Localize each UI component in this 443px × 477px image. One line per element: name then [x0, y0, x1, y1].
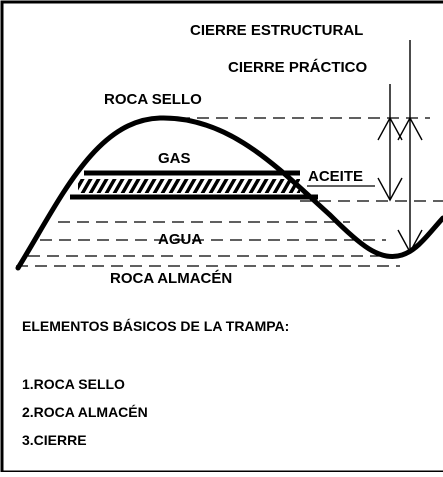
gas-label: GAS — [158, 150, 191, 167]
legend-item-closure: 3.CIERRE — [22, 432, 87, 448]
practical-closure-bottom-arrow — [377, 177, 403, 202]
legend-item-seal-rock: 1.ROCA SELLO — [22, 376, 125, 392]
water-label: AGUA — [158, 231, 202, 248]
structural-closure-bottom-arrow — [397, 229, 423, 254]
practical-closure-top-arrow — [377, 116, 403, 141]
structural-closure-label: CIERRE ESTRUCTURAL — [190, 22, 363, 39]
oil-label: ACEITE — [308, 168, 363, 185]
legend-title: ELEMENTOS BÁSICOS DE LA TRAMPA: — [22, 318, 289, 334]
oil-hatched-band — [78, 179, 300, 193]
seal-rock-label: ROCA SELLO — [104, 91, 202, 108]
reservoir-rock-label: ROCA ALMACÉN — [110, 270, 232, 287]
practical-closure-label: CIERRE PRÁCTICO — [228, 59, 368, 76]
legend-item-reservoir-rock: 2.ROCA ALMACÉN — [22, 404, 148, 420]
anticline-seal-curve — [15, 115, 443, 271]
structural-closure-top-arrow — [397, 116, 423, 141]
